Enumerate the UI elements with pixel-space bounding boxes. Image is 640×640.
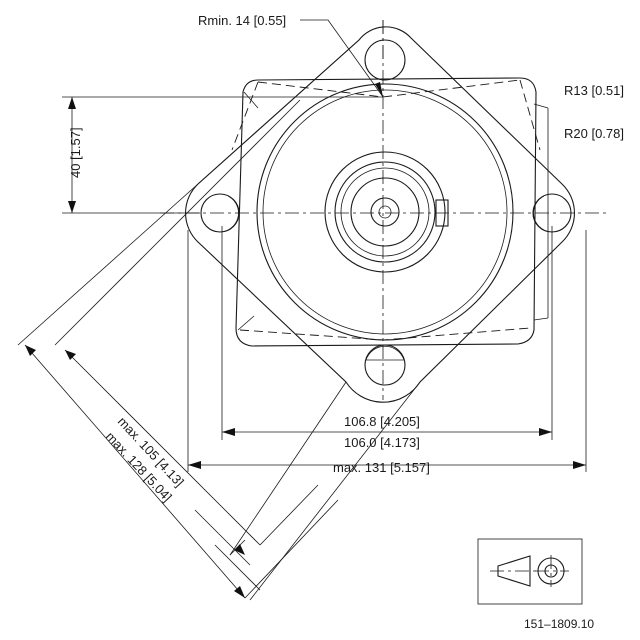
- max-131-dimension: [187, 230, 587, 472]
- body-circles: [256, 83, 514, 341]
- r13-label: R13 [0.51]: [564, 83, 624, 98]
- rmin-label: Rmin. 14 [0.55]: [198, 13, 286, 28]
- bolt-holes: [200, 39, 572, 386]
- bolt-hole-bottom: [364, 344, 406, 386]
- width-upper-label: 106.8 [4.205]: [344, 414, 420, 429]
- diagonal-dimensions: [17, 39, 421, 601]
- drawing-number: 151–1809.10: [524, 617, 594, 631]
- shaft-hub: [324, 151, 449, 273]
- rmin-leader: [300, 19, 384, 98]
- width-lower-label: 106.0 [4.173]: [344, 435, 420, 450]
- width-106-dimension: [221, 226, 553, 440]
- max-131-label: max. 131 [5.157]: [333, 460, 430, 475]
- projection-symbol-icon: [477, 538, 583, 605]
- hidden-lines: [231, 79, 541, 341]
- bolt-hole-left: [200, 193, 240, 233]
- r20-label: R20 [0.78]: [564, 126, 624, 141]
- height-40-label: 40 [1.57]: [68, 127, 83, 178]
- center-lines: [160, 20, 610, 400]
- square-housing: [235, 77, 549, 347]
- height-40-dimension: [62, 96, 383, 214]
